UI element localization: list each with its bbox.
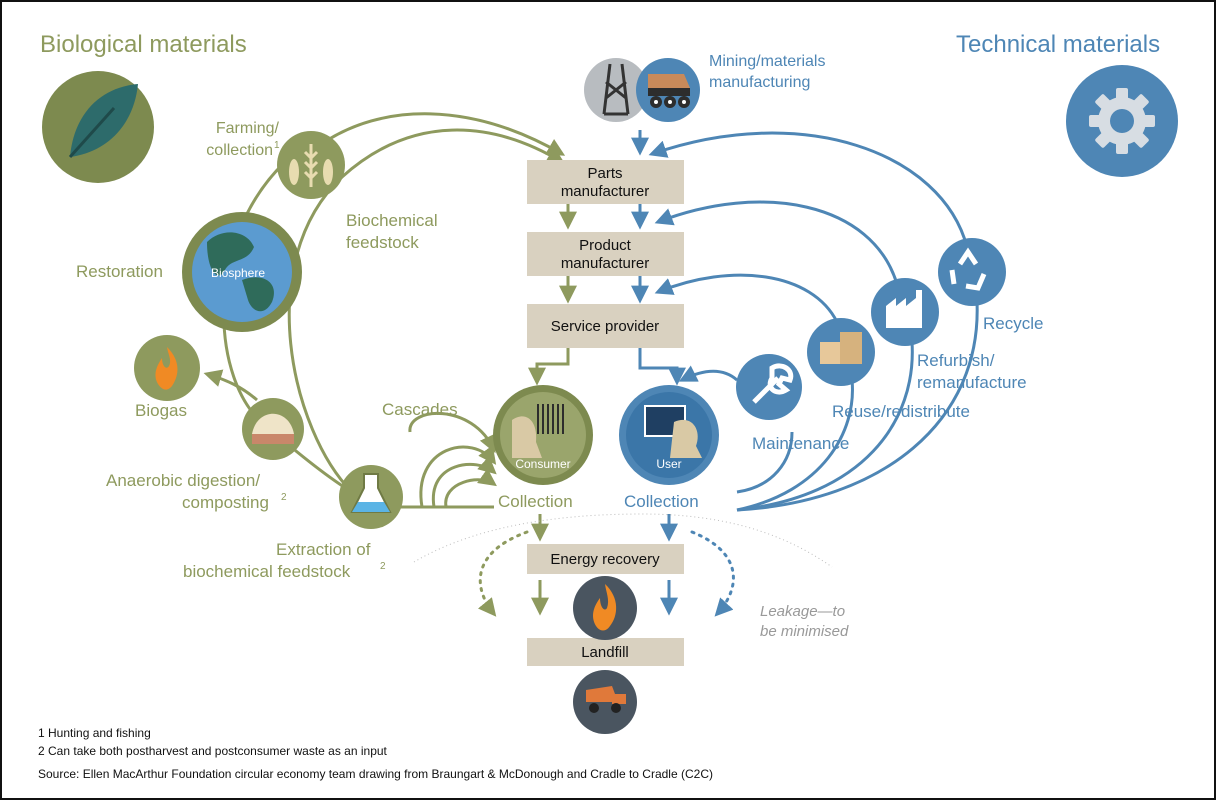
oil-derrick-icon (584, 58, 648, 122)
parts-manufacturer-box: Parts manufacturer (527, 160, 684, 204)
dump-truck-icon (573, 670, 637, 734)
product-line1: Product (579, 237, 632, 254)
recycle-label: Recycle (983, 314, 1043, 333)
service-provider-box: Service provider (527, 304, 684, 348)
mining-truck-icon (636, 58, 700, 122)
anaerobic-line2: composting (182, 493, 269, 512)
service-to-user-arrow (638, 348, 686, 386)
product-manufacturer-box: Product manufacturer (527, 232, 684, 276)
anaerobic-footnote-mark: 2 (281, 492, 287, 503)
biogas-label: Biogas (135, 401, 187, 420)
extraction-footnote-mark: 2 (380, 561, 386, 572)
anaerobic-line1: Anaerobic digestion/ (106, 471, 260, 490)
biochemical-line2: feedstock (346, 233, 419, 252)
recycle-arc-top (648, 131, 969, 248)
boxes-icon (807, 318, 875, 386)
flask-icon (339, 465, 403, 529)
extraction-line1: Extraction of (276, 540, 371, 559)
parts-line1: Parts (587, 165, 622, 182)
source-note: Source: Ellen MacArthur Foundation circu… (38, 767, 713, 781)
leaf-icon (42, 71, 154, 183)
technical-materials-header: Technical materials (956, 31, 1160, 58)
factory-icon (871, 278, 939, 346)
reuse-label: Reuse/redistribute (832, 402, 970, 421)
cascade-arc-3 (431, 455, 497, 508)
anaerobic-to-biogas-arrow (203, 369, 258, 402)
parts-line2: manufacturer (561, 183, 649, 200)
maintenance-label: Maintenance (752, 434, 849, 453)
cascade-arc-1 (408, 412, 497, 454)
farming-line1: Farming/ (216, 120, 280, 137)
barcode-icon: Consumer (493, 385, 593, 485)
service-to-consumer-arrow (528, 348, 570, 386)
energy-flame-icon (573, 576, 637, 640)
recycle-arc-bottom (736, 301, 979, 512)
product-line2: manufacturer (561, 255, 649, 272)
leakage-line1: Leakage—to (760, 603, 845, 620)
refurbish-arc-top (654, 200, 899, 285)
reuse-arc-top (654, 273, 839, 323)
bio-leakage-arc (477, 530, 529, 617)
footnote-2: 2 Can take both postharvest and postcons… (38, 744, 387, 758)
leakage-line2: be minimised (760, 623, 849, 640)
biosphere-label: Biosphere (211, 266, 265, 280)
wheat-fish-icon (277, 131, 345, 199)
greenhouse-icon (242, 398, 304, 460)
mining-line1: Mining/materials (709, 53, 825, 70)
footnote-1: 1 Hunting and fishing (38, 726, 151, 740)
service-label: Service provider (551, 318, 659, 335)
extraction-line2: biochemical feedstock (183, 562, 351, 581)
farming-footnote-mark: 1 (274, 140, 280, 151)
biological-materials-header: Biological materials (40, 31, 247, 58)
wrench-icon (736, 354, 802, 420)
maintenance-arc-bottom (736, 431, 794, 494)
recycle-icon (938, 238, 1006, 306)
tech-leakage-arc (690, 530, 735, 617)
refurbish-arc-bottom (736, 341, 914, 512)
landfill-label: Landfill (581, 644, 629, 661)
flame-icon (134, 335, 200, 401)
consumer-label: Consumer (515, 457, 570, 471)
reuse-arc-bottom (736, 379, 854, 512)
biochemical-line1: Biochemical (346, 211, 438, 230)
bio-collection-label: Collection (498, 492, 573, 511)
energy-label: Energy recovery (550, 551, 660, 568)
landfill-box: Landfill (527, 638, 684, 666)
restoration-label: Restoration (76, 262, 163, 281)
globe-icon: Biosphere (182, 212, 302, 332)
farming-to-parts-arc (319, 112, 566, 156)
refurbish-line2: remanufacture (917, 373, 1027, 392)
maintenance-arc-top (678, 365, 738, 382)
refurbish-line1: Refurbish/ (917, 351, 995, 370)
cascade-arc-4 (444, 468, 497, 508)
tech-collection-label: Collection (624, 492, 699, 511)
mining-line2: manufacturing (709, 74, 810, 91)
energy-recovery-box: Energy recovery (527, 544, 684, 574)
leakage-boundary-line (413, 513, 833, 568)
cascades-label: Cascades (382, 400, 458, 419)
gear-icon (1066, 65, 1178, 177)
user-label: User (656, 457, 681, 471)
cascade-arc-2 (419, 445, 497, 508)
farming-line2: collection (206, 142, 273, 159)
computer-icon: User (619, 385, 719, 485)
